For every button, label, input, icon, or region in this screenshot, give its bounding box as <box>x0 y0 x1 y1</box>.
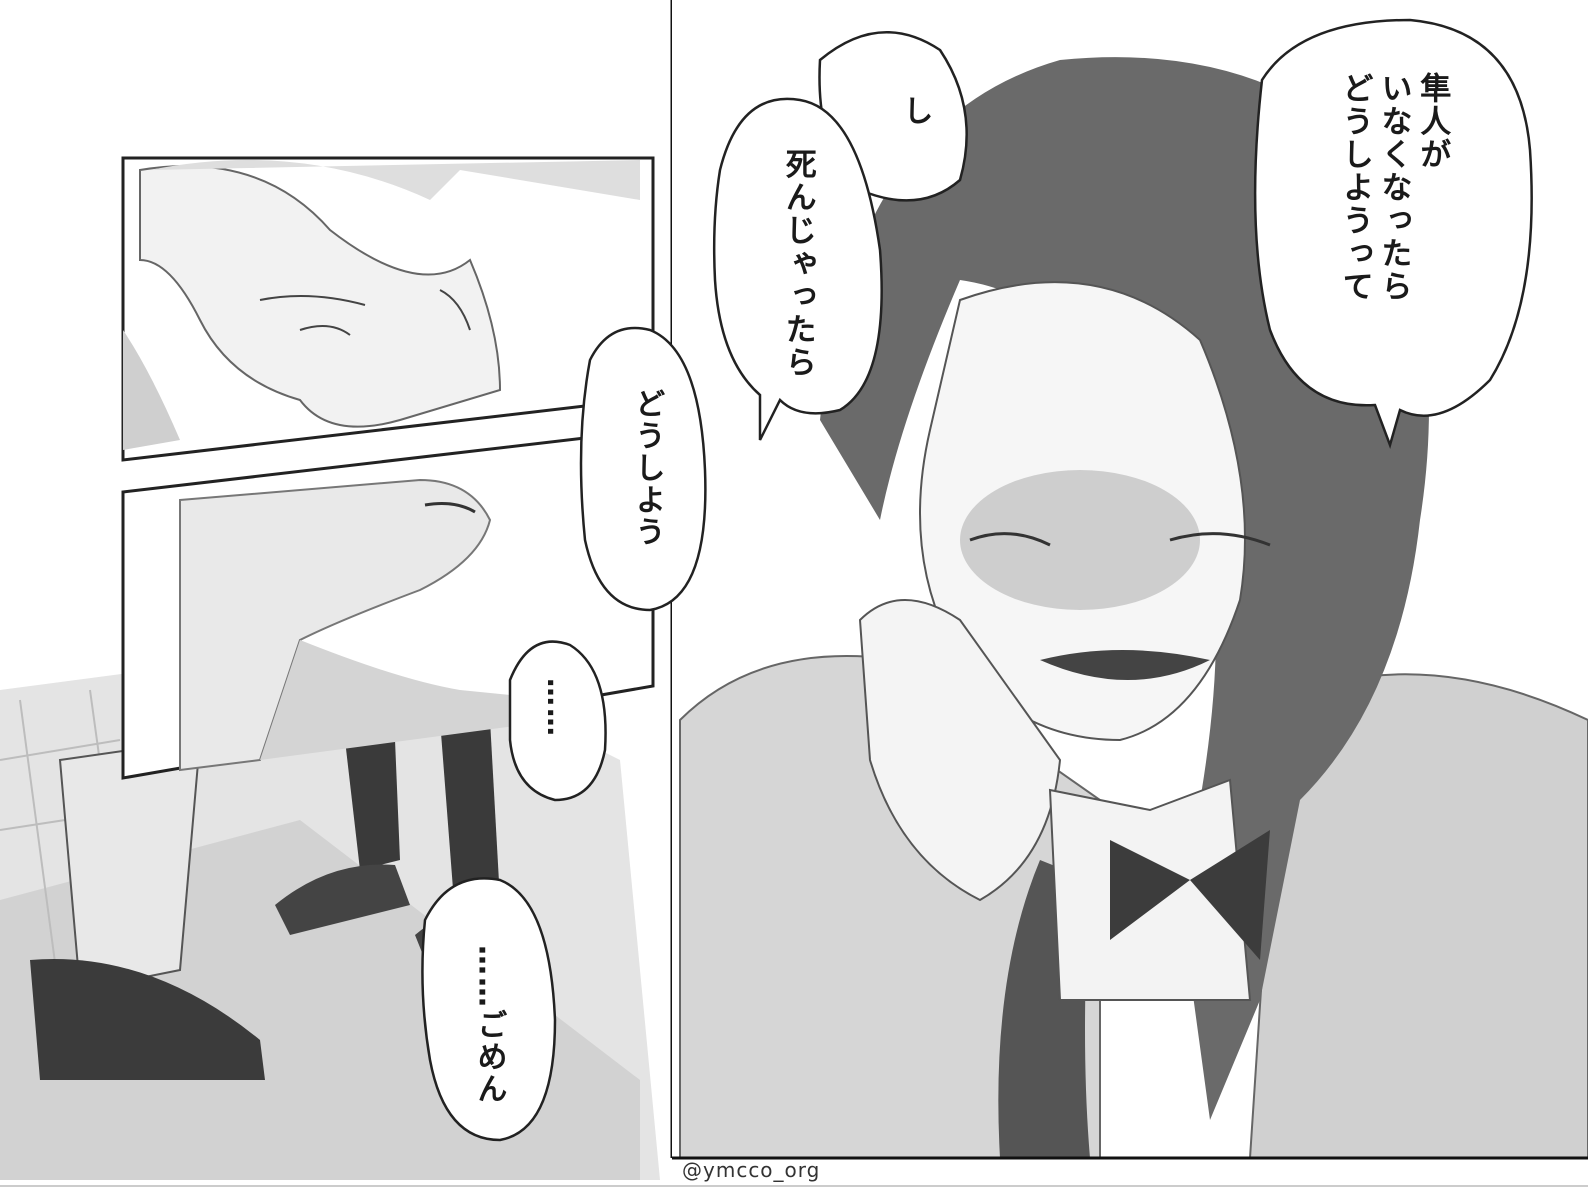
girl-eyes <box>969 532 1271 547</box>
bubble-hayato <box>1253 18 1533 449</box>
blush-tone <box>960 470 1200 610</box>
bubble-text-what: どうしよう <box>629 388 665 548</box>
bubble-text-dead: 死んじゃったら <box>779 148 816 379</box>
speech-bubbles <box>421 18 1533 1142</box>
panel-top-left <box>121 156 655 462</box>
bubble-text-sorry: ……ごめん <box>471 945 507 1105</box>
bubble-text-ellipsis: …… <box>541 678 574 738</box>
panel-mid-left <box>121 428 655 780</box>
left-shoe <box>30 959 265 1080</box>
girl-bow <box>1110 830 1270 960</box>
bubble-ellipsis <box>508 640 607 802</box>
bubble-text-shi: し <box>897 95 933 127</box>
artist-handle: @ymcco_org <box>682 1158 821 1182</box>
girl-hand <box>858 599 1062 902</box>
bubble-dead <box>712 97 883 441</box>
bubble-text-hayato: 隼人が いなくなったら どうしようって <box>1336 72 1451 303</box>
girl-mouth <box>1040 650 1210 680</box>
bubble-what <box>579 326 707 612</box>
hair-tone <box>150 160 640 200</box>
bubble-sorry <box>421 877 557 1142</box>
